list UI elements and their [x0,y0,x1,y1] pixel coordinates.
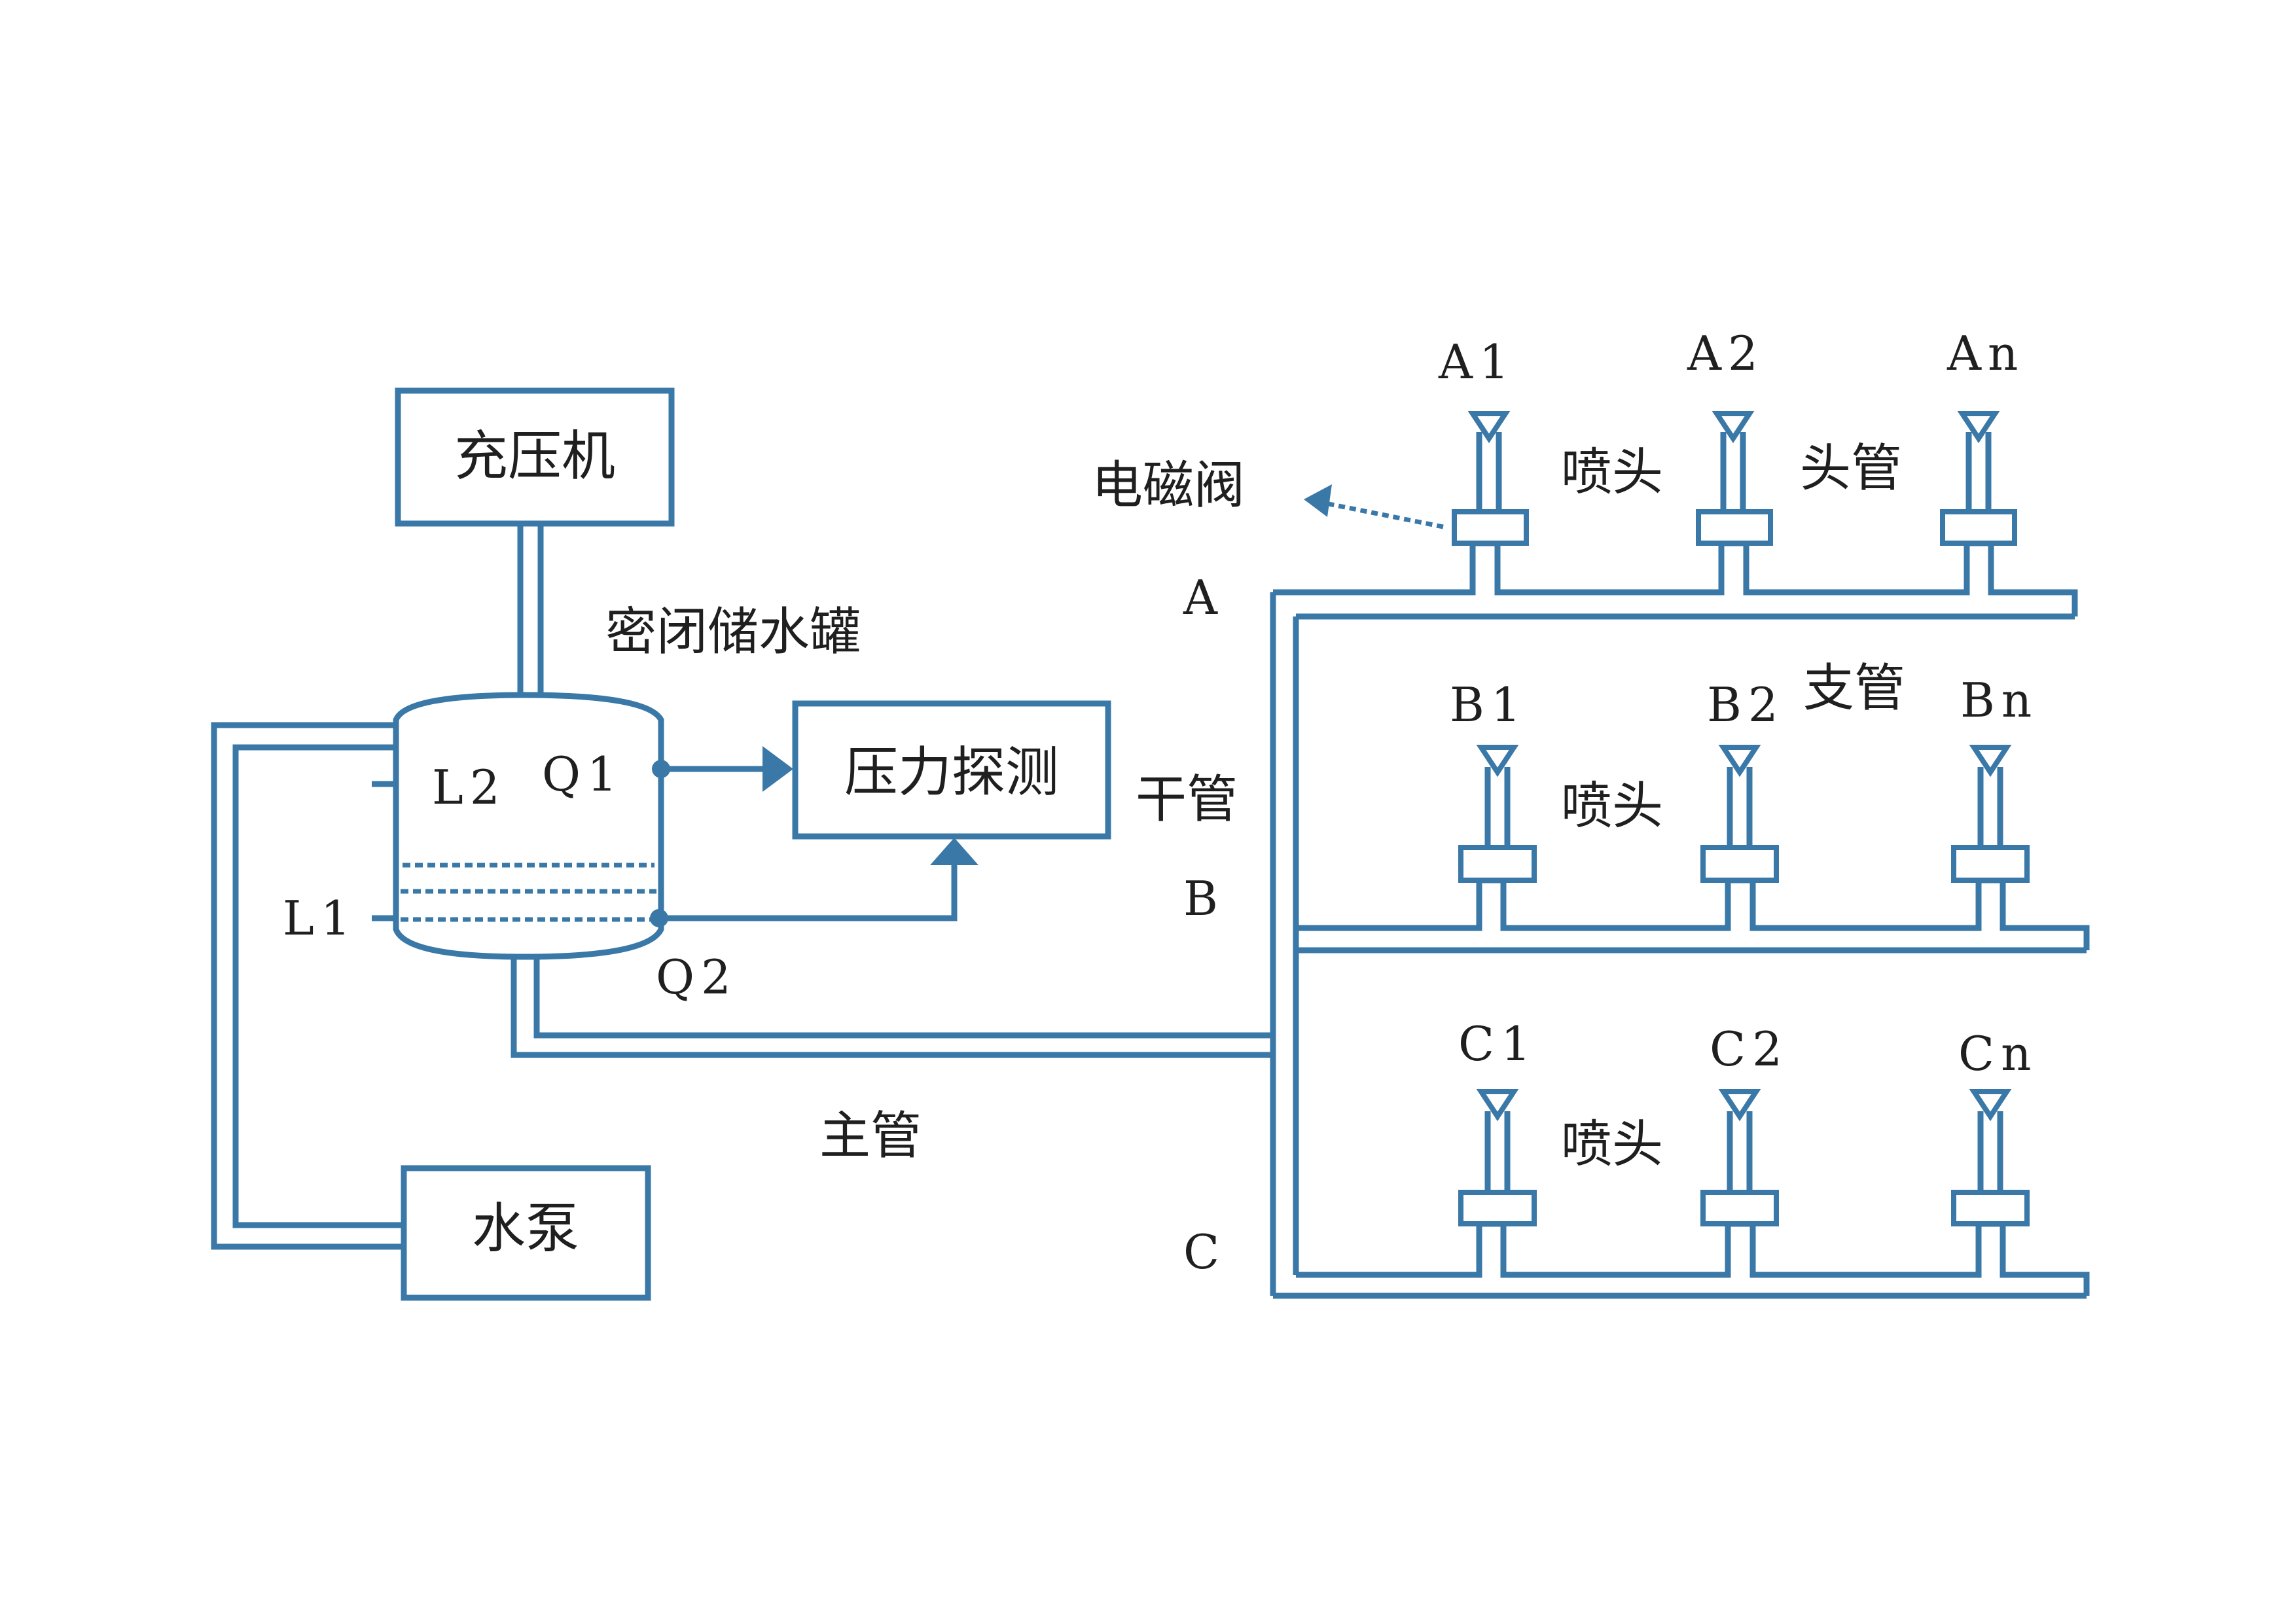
port-q1-label: Q1 [542,747,624,802]
main-pipe-inner [533,957,1273,1039]
nozzle-tip-an-icon [1957,411,2000,444]
nozzle-tip-c1-icon [1476,1089,1519,1122]
nozzle-assembly-bn [1951,745,2030,883]
solenoid-valve-an [1940,509,2017,546]
solenoid-valve-a1 [1452,509,1529,546]
q1-arrow-icon [762,746,793,792]
nozzle-assembly-b1 [1458,745,1537,883]
nozzle-tip-a1-icon [1467,411,1511,444]
nozzle-tip-c2-icon [1718,1089,1761,1122]
branch-a-pipe-top [1273,540,2078,616]
sealed-tank [393,692,664,960]
nozzle-assembly-a1 [1452,411,1529,546]
nozzle-tip-b2-icon [1718,745,1761,777]
branch-pipe-label: 支管 [1803,659,1905,718]
solenoid-valve-b2 [1700,845,1779,883]
nozzle-assembly-c1 [1458,1089,1537,1226]
nozzle-assembly-c2 [1700,1089,1779,1226]
q2-arrow-icon [930,838,978,865]
pressure-detector-label: 压力探测 [844,741,1059,804]
nozzle-label-c: 喷头 [1561,1115,1663,1174]
nozzle-assembly-an [1940,411,2017,546]
branch-c-pipe-top [1296,1221,2090,1296]
main-pipe-label: 主管 [819,1107,922,1166]
trunk-pipe-label: 干管 [1136,770,1238,829]
nozzle-assembly-cn [1951,1089,2030,1226]
solenoid-valve-bn [1951,845,2030,883]
nozzle-code-a2: A2 [1687,326,1765,381]
port-l1-label: L1 [283,891,357,946]
nozzle-label-a: 喷头 [1561,443,1663,502]
solenoid-valve-callout-arrow-icon [1304,484,1332,517]
pump-loop-outer [211,722,404,1250]
branch-b-label: B [1183,871,1225,926]
nozzle-tip-bn-icon [1969,745,2012,777]
solenoid-valve-b1 [1458,845,1537,883]
water-pump-box [401,1165,651,1301]
compressor-box [395,387,675,527]
branch-c-label: C [1183,1224,1226,1279]
nozzle-assembly-b2 [1700,745,1779,883]
nozzle-code-c2: C2 [1710,1022,1789,1077]
nozzle-code-a1: A1 [1438,334,1516,389]
port-l2-label: L2 [432,760,507,815]
nozzle-code-b2: B2 [1707,677,1785,732]
branch-b-pipe-top [1296,877,2090,950]
branch-a-label: A [1183,570,1224,625]
nozzle-assembly-a2 [1696,411,1773,546]
nozzle-code-cn: Cn [1958,1026,2037,1081]
main-pipe-outer [511,957,1273,1058]
nozzle-label-b: 喷头 [1561,777,1663,836]
solenoid-valve-callout-line [1321,500,1444,529]
nozzle-code-b1: B1 [1450,677,1528,732]
nozzle-code-bn: Bn [1960,673,2038,728]
solenoid-valve-a2 [1696,509,1773,546]
pressure-detector-box [792,700,1111,840]
nozzle-tip-a2-icon [1712,411,1755,444]
solenoid-valve-c2 [1700,1190,1779,1226]
water-pump-label: 水泵 [472,1198,579,1260]
port-q2-label: Q2 [656,950,738,1005]
head-pipe-label: 头管 [1800,439,1902,498]
compressor-label: 充压机 [454,425,615,488]
nozzle-tip-b1-icon [1476,745,1519,777]
nozzle-tip-cn-icon [1969,1089,2012,1122]
q2-signal-line [659,863,958,921]
solenoid-valve-c1 [1458,1190,1537,1226]
sealed-tank-label: 密闭储水罐 [605,603,861,662]
solenoid-valve-cn [1951,1190,2030,1226]
nozzle-code-an: An [1946,326,2024,381]
pump-loop-inner [232,744,404,1228]
solenoid-valve-label: 电磁阀 [1092,456,1245,515]
nozzle-code-c1: C1 [1458,1016,1537,1071]
